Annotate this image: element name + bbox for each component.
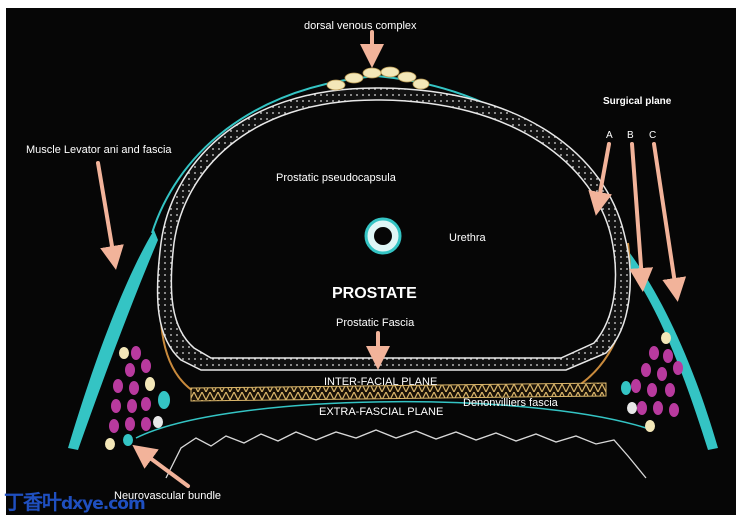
levator-muscle-right — [606, 230, 718, 450]
watermark-cn: 丁香叶 — [4, 490, 62, 514]
urethra-ring — [364, 217, 402, 255]
denonvilliers-fascia-band — [190, 382, 607, 402]
arrows — [96, 30, 687, 488]
levator-muscle-left — [68, 230, 158, 450]
label-prostate: PROSTATE — [332, 285, 417, 302]
watermark-domain: dxye.com — [61, 494, 146, 514]
label-plane-b: B — [627, 130, 634, 141]
label-surgical-plane: Surgical plane — [603, 96, 672, 107]
label-neurovascular-bundle: Neurovascular bundle — [114, 490, 221, 502]
neurovascular-bundle-left — [105, 346, 170, 450]
label-plane-a: A — [606, 130, 613, 141]
watermark-logo: 丁香叶dxye.com — [4, 486, 146, 515]
label-extra-fascial-plane: EXTRA-FASCIAL PLANE — [319, 406, 443, 418]
diagram-frame: dorsal venous complex Surgical plane A B… — [6, 8, 736, 515]
prostate-cross-section-diagram: dorsal venous complex Surgical plane A B… — [26, 20, 718, 502]
dorsal-venous-complex — [326, 66, 430, 91]
arrow-levator — [96, 161, 124, 270]
label-denonvilliers: Denonvilliers fascia — [463, 397, 559, 409]
label-urethra: Urethra — [449, 232, 487, 244]
rectum-mucosa-line — [165, 429, 647, 479]
label-inter-facial-plane: INTER-FACIAL PLANE — [324, 376, 437, 388]
arrow-plane-c — [652, 142, 687, 302]
arrow-plane-b — [629, 142, 654, 292]
label-dorsal-venous-complex: dorsal venous complex — [304, 20, 417, 32]
label-muscle-levator: Muscle Levator ani and fascia — [26, 144, 172, 156]
label-pseudocapsula: Prostatic pseudocapsula — [276, 172, 397, 184]
label-prostatic-fascia: Prostatic Fascia — [336, 317, 415, 329]
rectum-outer-line — [135, 400, 647, 439]
label-plane-c: C — [649, 130, 656, 141]
neurovascular-bundle-right — [621, 332, 683, 432]
arrow-plane-a — [588, 142, 612, 216]
arrow-neurovascular — [132, 444, 190, 488]
